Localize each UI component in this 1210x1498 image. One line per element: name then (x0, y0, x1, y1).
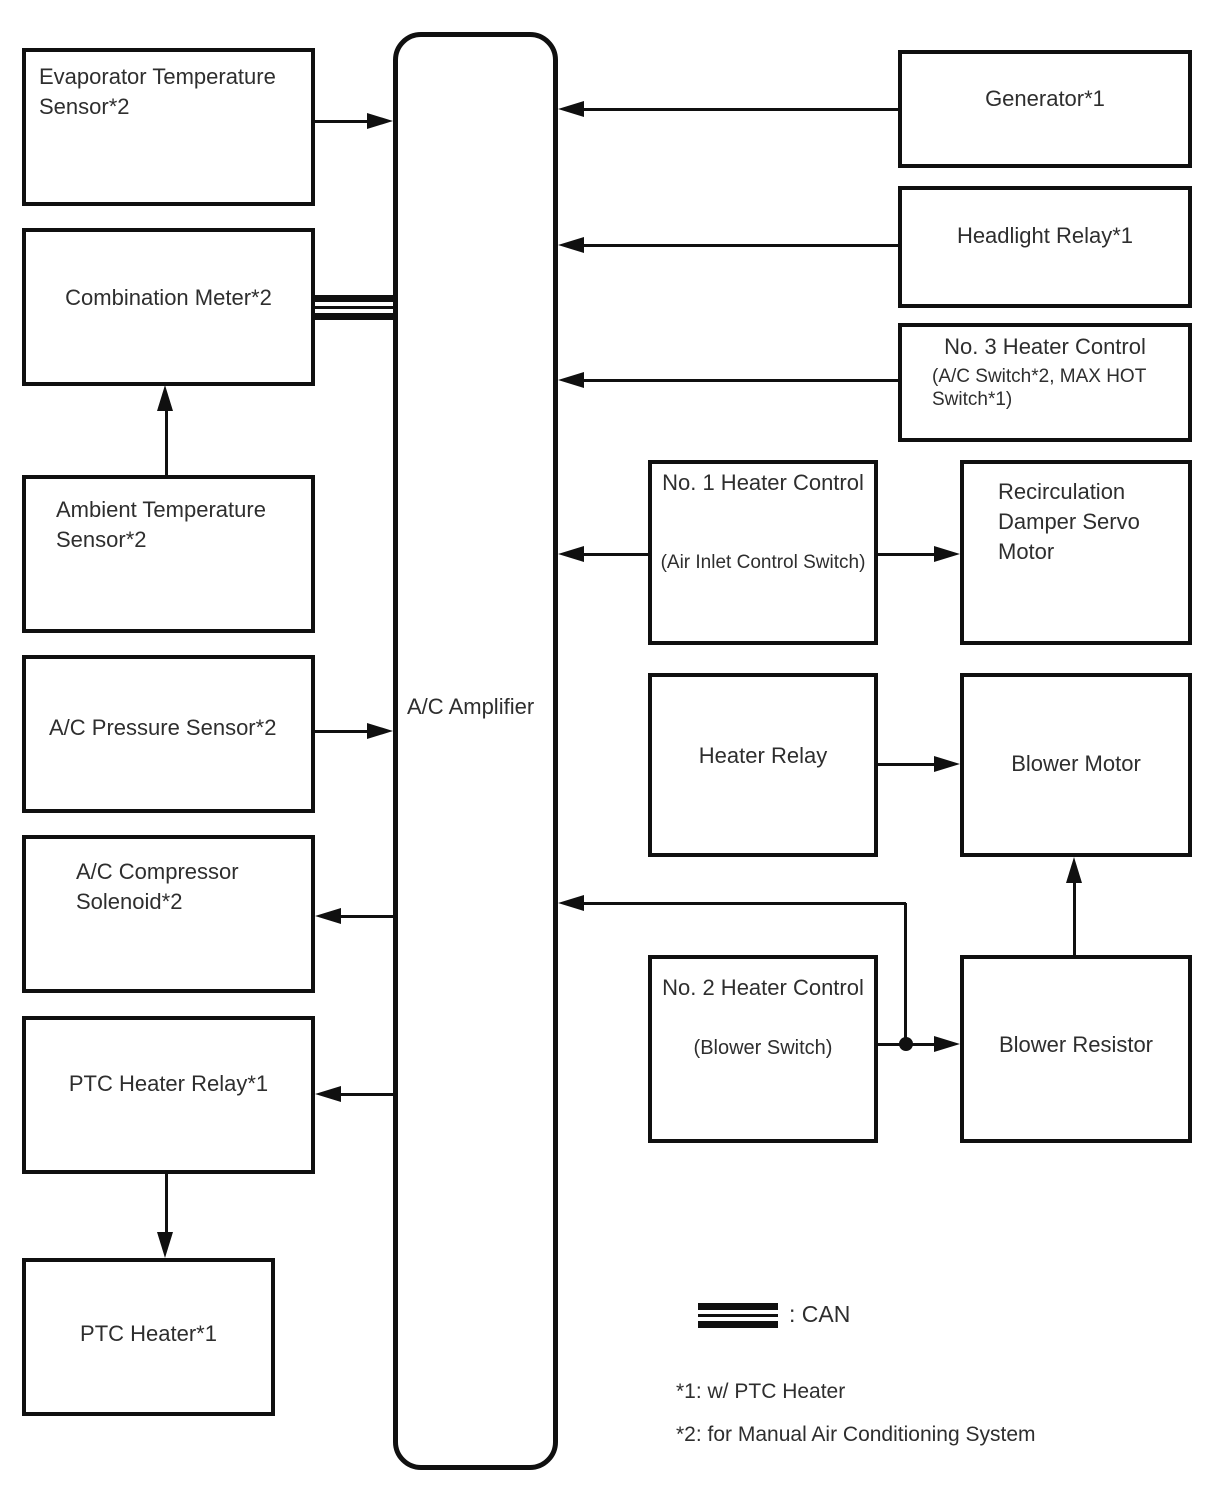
node-label: Combination Meter*2 (65, 285, 272, 310)
arrowhead-no1-control-to-recirc-motor (934, 546, 960, 562)
arrowhead-generator-to-amplifier (558, 101, 584, 117)
node-label: Heater Relay (698, 743, 828, 768)
node-label: A/C Amplifier (407, 694, 535, 719)
arrowhead-headlight-relay-to-amplifier (558, 237, 584, 253)
connector-ambient-to-combination-meter-line (165, 409, 168, 475)
node-subtitle: (Air Inlet Control Switch) (660, 552, 866, 573)
node-label: Evaporator Temperature Sensor*2 (39, 64, 276, 119)
node-blower-resistor: Blower Resistor (960, 955, 1192, 1143)
node-blower-motor: Blower Motor (960, 673, 1192, 857)
connector-blower-resistor-to-blower-motor-line (1073, 881, 1076, 955)
connector-generator-to-amplifier-line (584, 108, 898, 111)
node-evaporator-temperature-sensor: Evaporator Temperature Sensor*2 (22, 48, 315, 206)
can-legend-label: : CAN (789, 1301, 851, 1327)
node-no1-heater-control: No. 1 Heater Control (Air Inlet Control … (648, 460, 878, 645)
node-ambient-temperature-sensor: Ambient Temperature Sensor*2 (22, 475, 315, 633)
connector-pressure-to-amplifier-line (315, 730, 369, 733)
footnote-2: *2: for Manual Air Conditioning System (676, 1423, 1036, 1446)
node-ptc-heater-relay: PTC Heater Relay*1 (22, 1016, 315, 1174)
node-title: No. 1 Heater Control (662, 470, 864, 495)
connector-amplifier-to-compressor-solenoid-line (339, 915, 393, 918)
footnote-1: *1: w/ PTC Heater (676, 1380, 846, 1403)
arrowhead-ptc-relay-to-ptc-heater (157, 1232, 173, 1258)
can-bar (698, 1314, 778, 1317)
can-bar (315, 306, 393, 309)
arrowhead-no3-control-to-amplifier (558, 372, 584, 388)
node-recirculation-damper-servo-motor: Recirculation Damper Servo Motor (960, 460, 1192, 645)
connector-no1-control-to-amplifier-line (584, 553, 648, 556)
connector-no3-control-to-amplifier-line (584, 379, 898, 382)
arrowhead-ambient-to-combination-meter (157, 385, 173, 411)
node-label: Generator*1 (985, 86, 1105, 111)
node-title: No. 2 Heater Control (662, 975, 864, 1000)
node-label: A/C Pressure Sensor*2 (49, 715, 277, 740)
node-label: Headlight Relay*1 (956, 223, 1134, 248)
node-ac-pressure-sensor: A/C Pressure Sensor*2 (22, 655, 315, 813)
node-generator: Generator*1 (898, 50, 1192, 168)
arrowhead-no2-control-to-blower-resistor (934, 1036, 960, 1052)
node-label: Blower Resistor (998, 1032, 1154, 1057)
node-subtitle: (Blower Switch) (693, 1037, 833, 1059)
node-title: No. 3 Heater Control (944, 334, 1146, 359)
node-label: Blower Motor (1011, 751, 1141, 776)
connector-headlight-relay-to-amplifier-line (584, 244, 898, 247)
node-label: Recirculation Damper Servo Motor (998, 479, 1140, 564)
node-combination-meter: Combination Meter*2 (22, 228, 315, 386)
connector-ptc-relay-to-ptc-heater-line (165, 1173, 168, 1234)
can-bar (315, 313, 393, 320)
node-label: A/C Compressor Solenoid*2 (76, 859, 239, 914)
connector-evaporator-to-amplifier-line (315, 120, 369, 123)
can-bar (698, 1303, 778, 1310)
node-ac-amplifier: A/C Amplifier (393, 32, 558, 1470)
connector-no2-branch-vertical-line (904, 903, 907, 1043)
node-no2-heater-control: No. 2 Heater Control (Blower Switch) (648, 955, 878, 1143)
arrowhead-amplifier-to-compressor-solenoid (315, 908, 341, 924)
arrowhead-pressure-to-amplifier (367, 723, 393, 739)
arrowhead-no1-control-to-amplifier (558, 546, 584, 562)
connector-no2-control-to-amplifier-line (584, 902, 906, 905)
arrowhead-blower-resistor-to-blower-motor (1066, 857, 1082, 883)
arrowhead-no2-control-to-amplifier (558, 895, 584, 911)
node-no3-heater-control: No. 3 Heater Control (A/C Switch*2, MAX … (898, 323, 1192, 442)
connector-amplifier-to-ptc-relay-line (339, 1093, 393, 1096)
connector-no1-control-to-recirc-motor-line (878, 553, 934, 556)
can-bus-connector (315, 295, 393, 320)
can-bus-legend-symbol (698, 1303, 778, 1328)
can-bar (315, 295, 393, 302)
node-label: PTC Heater Relay*1 (68, 1071, 269, 1096)
node-label: PTC Heater*1 (80, 1321, 217, 1346)
node-label: Ambient Temperature Sensor*2 (56, 497, 266, 552)
node-ac-compressor-solenoid: A/C Compressor Solenoid*2 (22, 835, 315, 993)
node-subtitle: (A/C Switch*2, MAX HOT Switch*1) (932, 366, 1146, 410)
arrowhead-heater-relay-to-blower-motor (934, 756, 960, 772)
node-heater-relay: Heater Relay (648, 673, 878, 857)
connector-heater-relay-to-blower-motor-line (878, 763, 934, 766)
can-bar (698, 1321, 778, 1328)
junction-dot (899, 1037, 913, 1051)
arrowhead-evaporator-to-amplifier (367, 113, 393, 129)
node-headlight-relay: Headlight Relay*1 (898, 186, 1192, 308)
arrowhead-amplifier-to-ptc-relay (315, 1086, 341, 1102)
node-ptc-heater: PTC Heater*1 (22, 1258, 275, 1416)
